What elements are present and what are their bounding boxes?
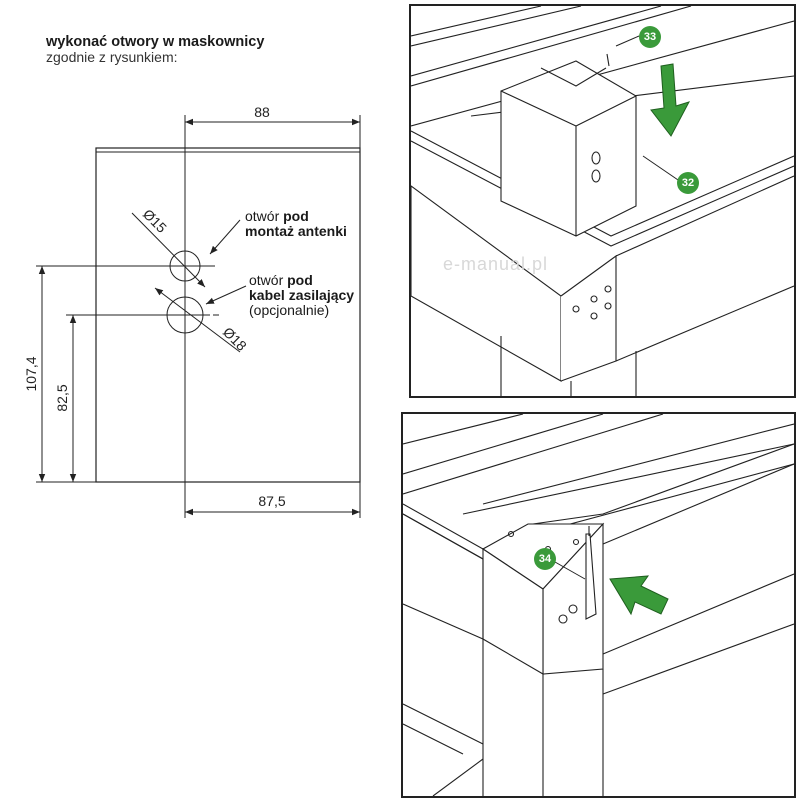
instruction-text: wykonać otwory w maskownicy zgodnie z ry… [46,35,264,65]
assembly-step-panel-top: 33 32 e-manual.pl [409,4,796,398]
dim-top-text: 88 [254,104,270,120]
down-arrow-icon [650,63,691,137]
antenna-note-bold2: montaż antenki [245,223,347,239]
cable-hole [166,296,204,334]
assembly-step-panel-bottom: 34 [401,412,796,798]
step-32-illustration [411,6,794,396]
antenna-note-prefix: otwór [245,208,284,224]
step-34-badge: 34 [534,548,556,570]
dim-height-inner-text: 82,5 [54,384,70,411]
dim-bottom-text: 87,5 [258,493,285,509]
cable-hole-note: otwór pod kabel zasilający (opcjonalnie) [249,273,354,318]
antenna-hole-note: otwór pod montaż antenki [245,209,347,239]
antenna-note-bold1: pod [283,208,309,224]
watermark-text: e-manual.pl [443,254,549,274]
cable-note-suffix: (opcjonalnie) [249,302,330,318]
step-32-badge: 32 [677,172,699,194]
cable-note-prefix: otwór [249,272,288,288]
instruction-line-1: wykonać otwory w maskownicy [46,34,265,50]
step-34-illustration [403,414,794,796]
cable-note-bold2: kabel zasilający [249,287,355,303]
cable-note-bold1: pod [287,272,313,288]
cover-plate-drawing: 88 87,5 107,4 82,5 Ø15 Ø18 [23,104,361,518]
dim-hole-small-text: Ø15 [140,206,170,236]
instruction-line-2: zgodnie z rysunkiem: [46,49,178,65]
dim-height-outer-text: 107,4 [23,356,39,391]
step-33-badge: 33 [639,26,661,48]
insert-arrow-icon [609,575,669,616]
dim-hole-large-text: Ø18 [220,324,250,354]
